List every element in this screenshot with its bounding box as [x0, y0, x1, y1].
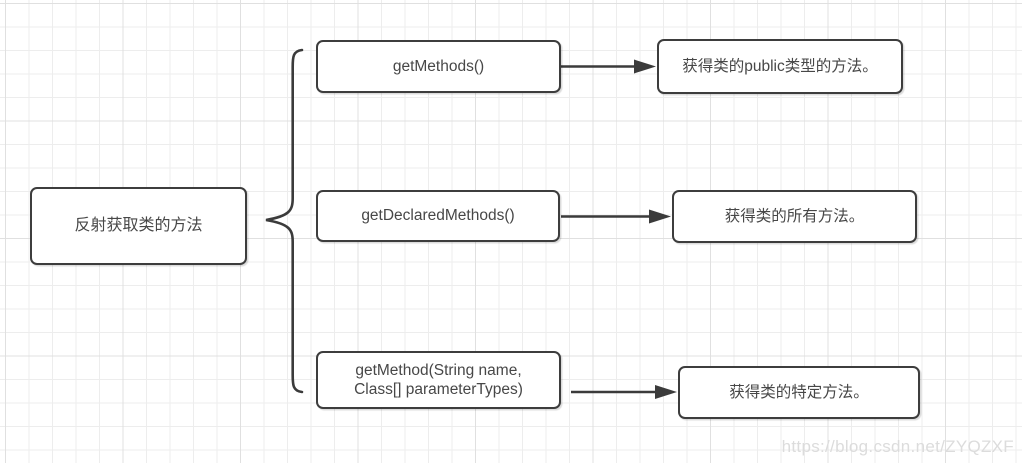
- description-node-public-methods: 获得类的public类型的方法。: [657, 39, 903, 94]
- method-node-getmethod: getMethod(String name, Class[] parameter…: [316, 351, 561, 409]
- watermark-url: https://blog.csdn.net/ZYQZXF: [781, 437, 1014, 456]
- arrow-getmethod: [571, 385, 677, 399]
- arrow-getdeclaredmethods: [561, 209, 671, 224]
- method-node-getmethods: getMethods(): [316, 40, 561, 93]
- method-node-getdeclaredmethods: getDeclaredMethods(): [316, 190, 560, 242]
- curly-brace-connector: [265, 48, 304, 394]
- description-node-specific-method: 获得类的特定方法。: [678, 366, 920, 419]
- arrow-getmethods: [561, 59, 656, 74]
- description-node-all-methods: 获得类的所有方法。: [672, 190, 917, 243]
- root-node: 反射获取类的方法: [30, 187, 247, 265]
